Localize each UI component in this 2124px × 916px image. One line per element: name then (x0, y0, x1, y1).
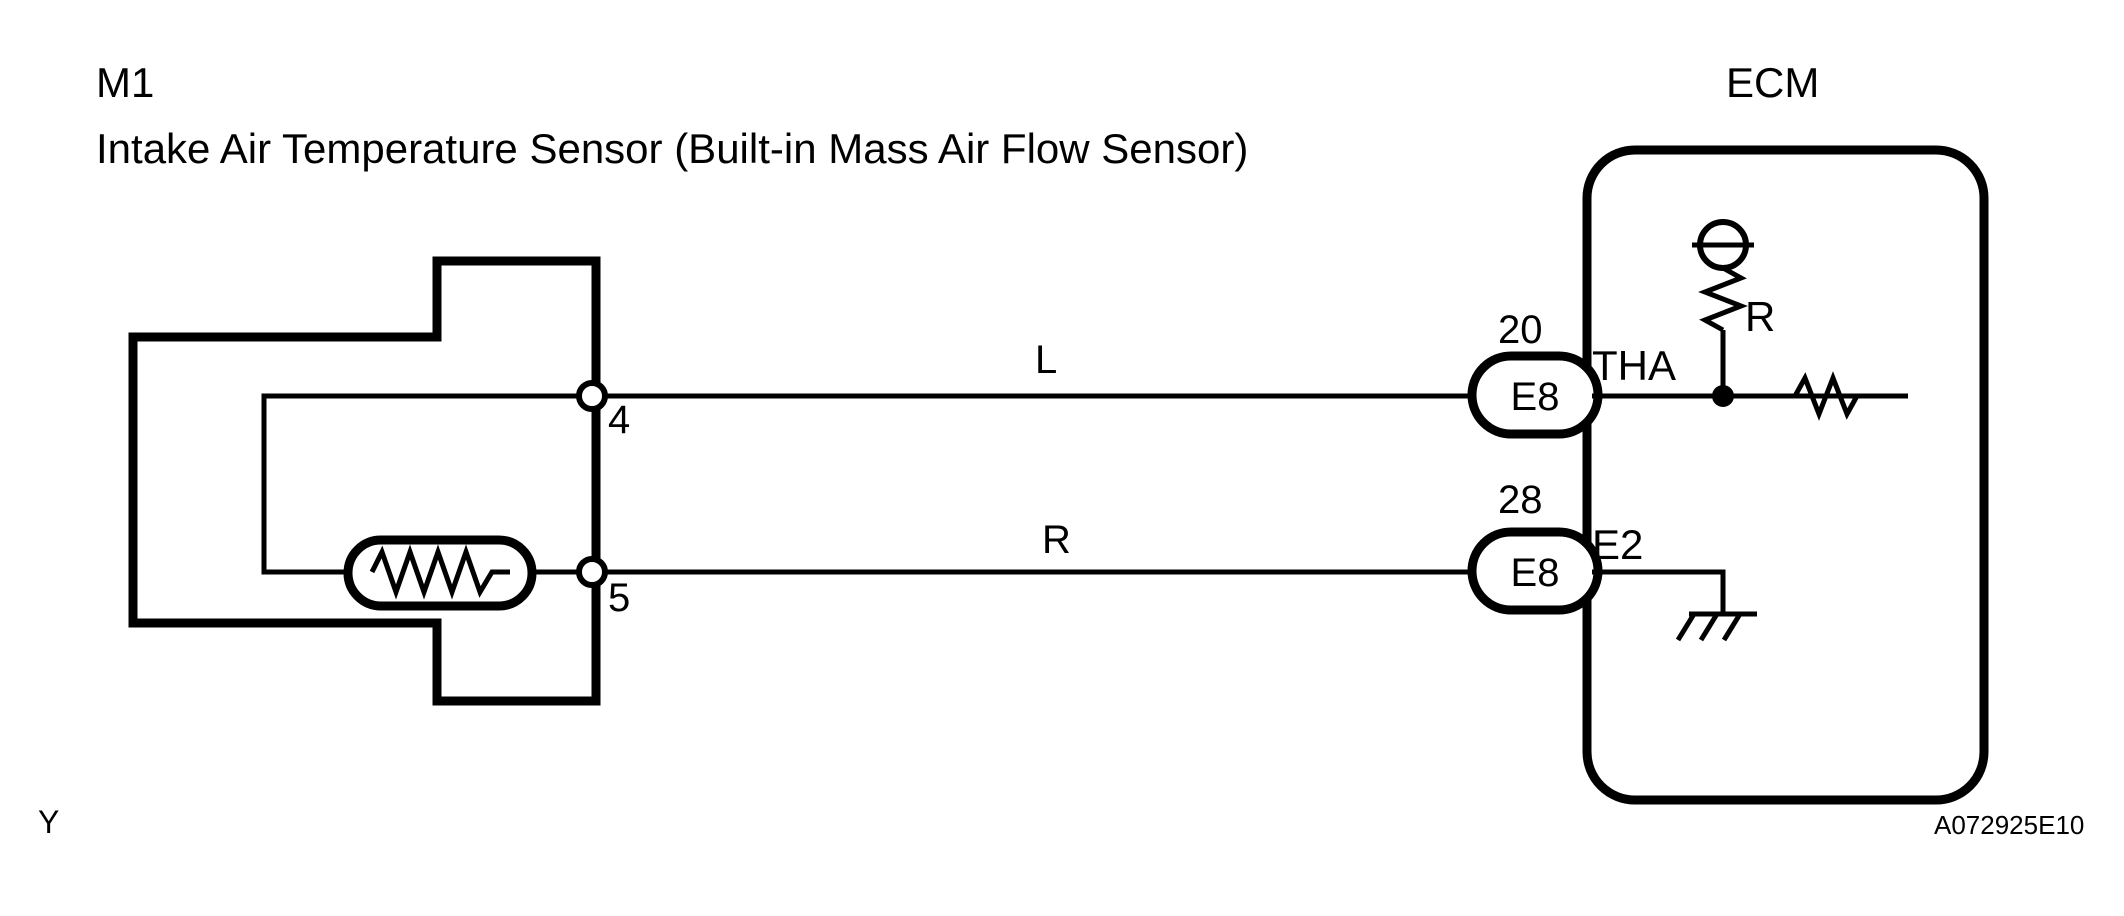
connector-label-pin-20: E8 (1511, 375, 1560, 419)
ecm-pin-28-label: 28 (1498, 478, 1543, 522)
ecm-title-label: ECM (1726, 59, 1820, 106)
ecm-terminal-label-e2: E2 (1592, 521, 1644, 568)
terminal-circle-pin-4 (576, 380, 608, 412)
wire-color-label-L: L (1035, 338, 1058, 382)
ground-symbol-hatch-3 (1721, 612, 1743, 642)
thermistor-capsule (343, 535, 537, 611)
ecm-pin-20-label: 20 (1498, 308, 1543, 352)
component-name-label: Intake Air Temperature Sensor (Built-in … (96, 125, 1249, 172)
ecm-box (1582, 145, 1989, 805)
diagram-code-label: A072925E10 (1934, 810, 2085, 840)
ecm-e2-ground-wire (1592, 569, 1726, 614)
ground-symbol-hatch-1 (1675, 612, 1697, 642)
orientation-mark-label: Y (38, 804, 60, 840)
component-id-label: M1 (96, 59, 155, 106)
sensor-pin-4-label: 4 (608, 398, 631, 442)
terminal-circle-pin-5 (576, 556, 608, 588)
sensor-internal-wire-pin4-to-thermistor (261, 393, 595, 575)
sensor-housing-outline (128, 256, 601, 706)
connector-label-pin-28: E8 (1511, 551, 1560, 595)
thermistor-resistor-zigzag (369, 544, 510, 600)
pullup-resistor-label: R (1745, 293, 1776, 340)
ecm-terminal-label-tha: THA (1592, 342, 1676, 389)
pullup-resistor-zigzag (1698, 265, 1748, 333)
sensor-pin-5-label: 5 (608, 576, 631, 620)
ecm-series-resistor (1792, 371, 1860, 421)
ground-symbol-hatch-2 (1698, 612, 1720, 642)
wire-color-label-R: R (1042, 518, 1071, 562)
